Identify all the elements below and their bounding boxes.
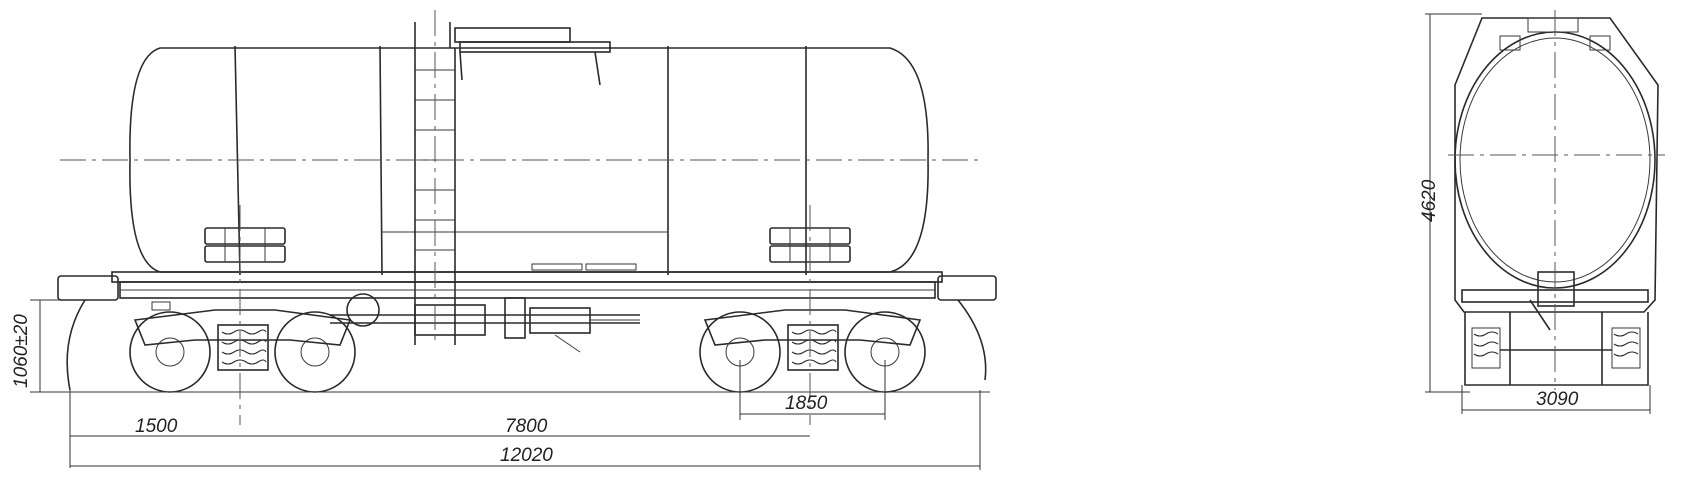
end-frame: [1461, 289, 1649, 303]
side-view: 1060±20 1500 7800 1850 12020: [11, 10, 997, 470]
dim-overall-width: 3090: [1461, 385, 1651, 414]
end-hatch: [1527, 17, 1579, 33]
dim-bogie-base: 7800: [240, 416, 810, 437]
dim-coupler-height: 1060±20: [11, 299, 60, 393]
tank-holder-left: [204, 227, 286, 263]
dim-label-7800: 7800: [505, 416, 548, 437]
dim-label-12020: 12020: [500, 445, 553, 466]
dim-wheelbase: 1850: [739, 360, 886, 420]
dim-label-4620: 4620: [1419, 179, 1440, 222]
dim-label-coupler-height: 1060±20: [11, 314, 32, 388]
end-hose-left: [66, 299, 86, 391]
dim-label-1500: 1500: [135, 416, 178, 437]
end-view: 4620 3090: [1419, 10, 1665, 414]
underframe: [57, 271, 997, 311]
dim-overall-length: 12020: [70, 390, 981, 470]
drain-fitting: [585, 263, 637, 271]
drain-fitting: [531, 263, 583, 271]
end-bracket: [1499, 35, 1521, 51]
dim-label-1850: 1850: [785, 393, 828, 414]
bogie-right: [699, 309, 926, 393]
wheel: [274, 311, 356, 393]
dim-label-3090: 3090: [1536, 389, 1579, 410]
dim-overall-height: 4620: [1419, 13, 1482, 393]
end-view-outline: [1454, 17, 1659, 313]
dim-end-to-bogie: 1500: [69, 390, 240, 468]
wheel: [129, 311, 211, 393]
end-bracket: [1589, 35, 1611, 51]
end-bogie: [1464, 312, 1649, 386]
brake-equipment: [330, 293, 640, 353]
end-coupler-box: [1537, 271, 1575, 307]
bogie-left: [129, 309, 356, 393]
end-hose-right: [957, 299, 987, 381]
tank-band: [379, 45, 383, 276]
dome-platform: [414, 22, 611, 86]
